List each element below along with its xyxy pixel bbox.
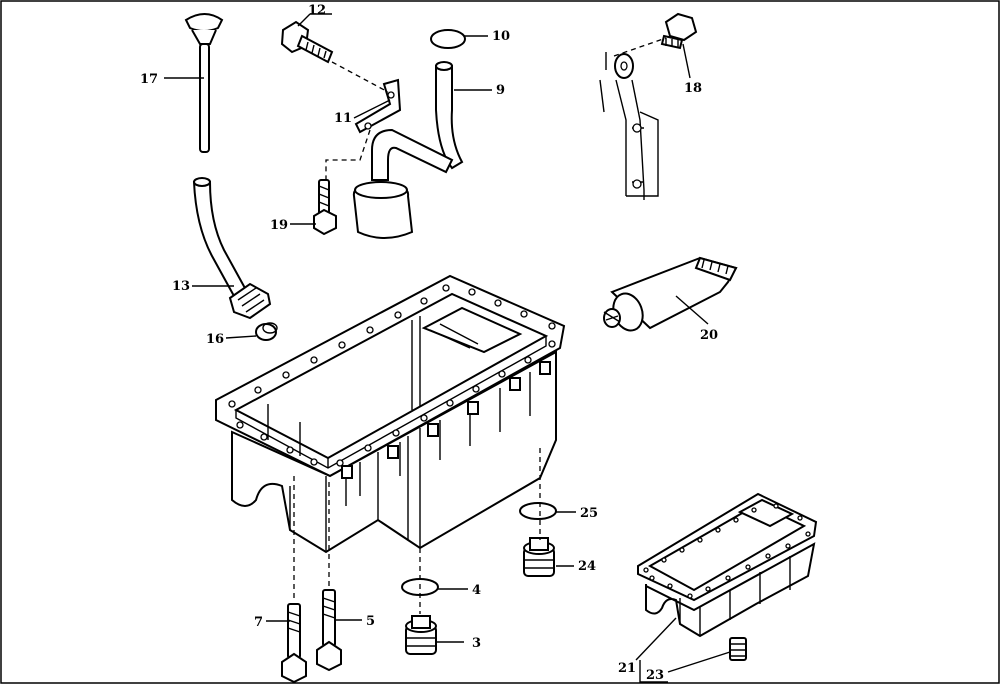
bracket-part-11 xyxy=(354,78,402,134)
callout-10: 10 xyxy=(492,29,510,44)
callout-11: 11 xyxy=(334,111,352,126)
suction-pipe-part-9 xyxy=(352,61,464,239)
callout-4: 4 xyxy=(472,583,481,598)
bolt-part-12 xyxy=(280,20,334,64)
plug-part-18 xyxy=(660,12,698,50)
leader-lines xyxy=(164,13,731,683)
callout-12: 12 xyxy=(308,3,326,18)
flange-bolt-holes xyxy=(228,284,556,467)
plug-part-23 xyxy=(729,637,747,661)
o-ring-part-10 xyxy=(430,29,466,49)
plug-part-16 xyxy=(255,322,278,341)
engine-block-detail xyxy=(599,52,659,200)
callout-25: 25 xyxy=(580,506,598,521)
callout-9: 9 xyxy=(496,83,505,98)
plug-part-24 xyxy=(523,537,555,577)
callout-21: 21 xyxy=(618,661,636,676)
callout-18: 18 xyxy=(684,81,702,96)
callout-5: 5 xyxy=(366,614,375,629)
plug-part-3 xyxy=(405,615,437,655)
dipstick-part-17 xyxy=(184,13,224,153)
assembly-dashed-lines xyxy=(293,37,667,614)
callout-23: 23 xyxy=(646,668,664,683)
bolt-part-5 xyxy=(316,589,342,672)
dipstick-tube-part-13 xyxy=(192,177,272,320)
callout-7: 7 xyxy=(254,615,263,630)
o-ring-part-25 xyxy=(519,502,557,520)
callout-13: 13 xyxy=(172,279,190,294)
callout-labels: 17 12 10 9 11 18 19 13 16 20 25 24 4 3 7… xyxy=(140,3,718,683)
oil-sump-small-part-21 xyxy=(637,492,818,638)
callout-20: 20 xyxy=(700,328,718,343)
bolt-part-19 xyxy=(313,179,337,236)
callout-24: 24 xyxy=(578,559,596,574)
oil-sump-main xyxy=(215,274,566,554)
callout-3: 3 xyxy=(472,636,481,651)
callout-17: 17 xyxy=(140,72,158,87)
callout-16: 16 xyxy=(206,332,224,347)
callout-19: 19 xyxy=(270,218,288,233)
bolt-part-7 xyxy=(281,603,307,684)
sealant-tube-part-20 xyxy=(603,256,738,332)
